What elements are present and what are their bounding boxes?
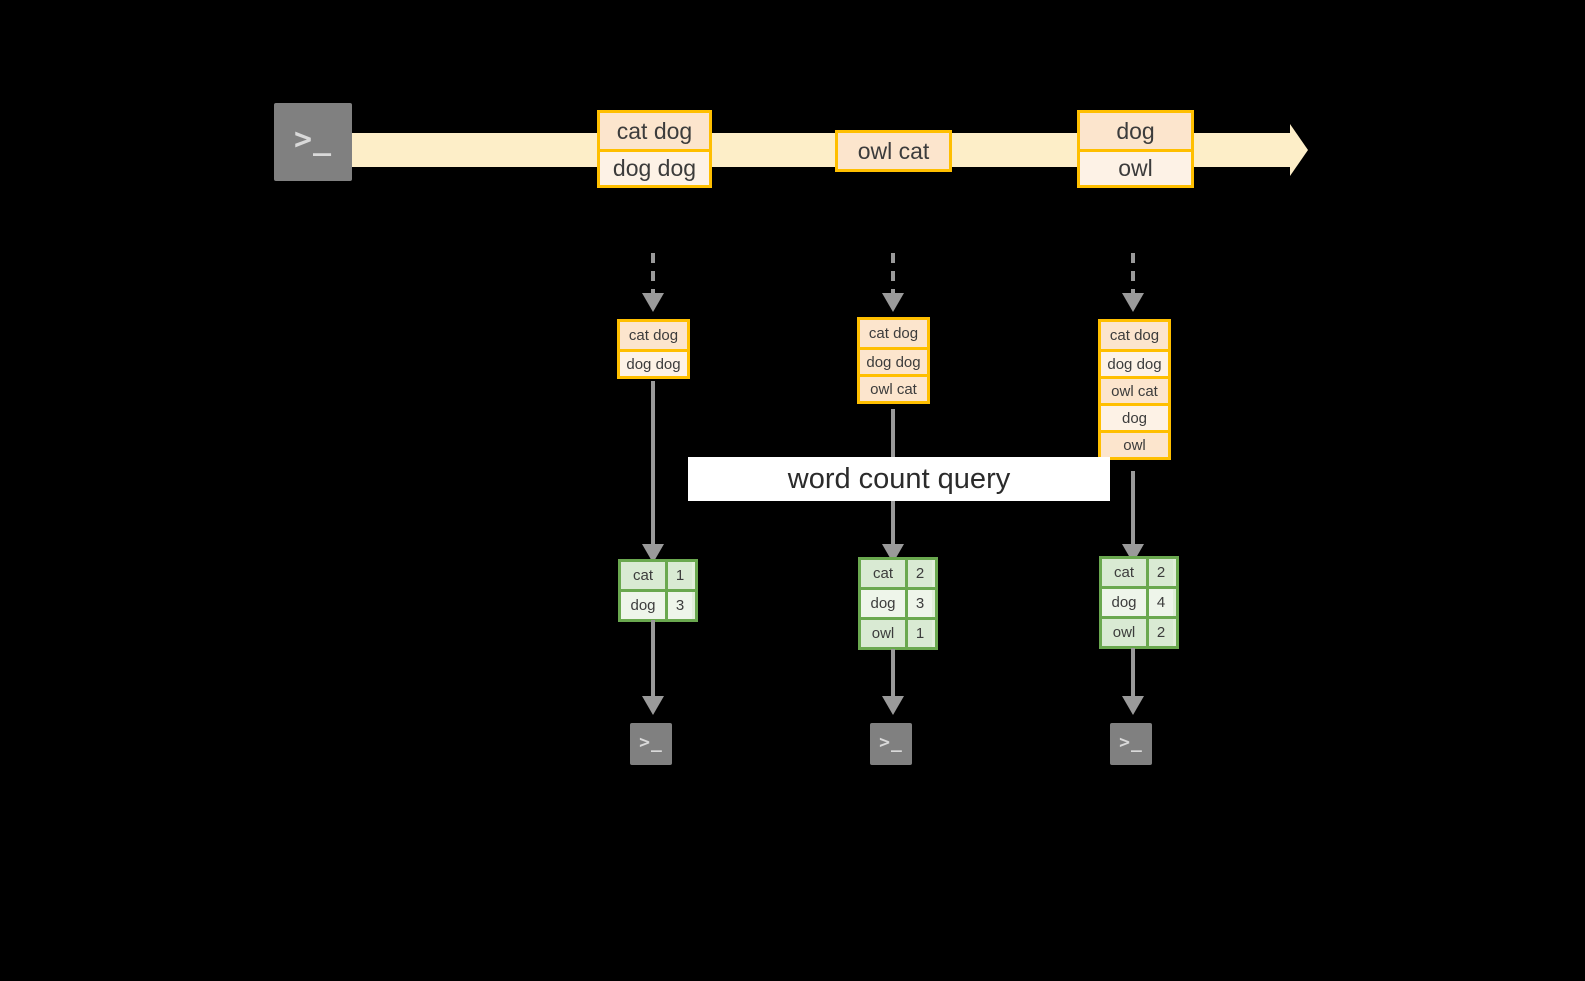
terminal-prompt-glyph: >_ xyxy=(639,732,663,753)
result-row: dog 3 xyxy=(861,587,935,617)
result-count: 1 xyxy=(905,620,932,647)
result-count: 3 xyxy=(665,592,692,619)
trigger-arrowhead-icon xyxy=(882,293,904,312)
query-connector-1 xyxy=(651,381,655,546)
stream-batch-line: cat dog xyxy=(600,113,709,149)
result-row: cat 2 xyxy=(1102,559,1176,586)
result-table-2[interactable]: cat 2 dog 3 owl 1 xyxy=(858,557,938,650)
sink-arrowhead-icon xyxy=(1122,696,1144,715)
result-count: 3 xyxy=(905,590,932,617)
stream-batch-3[interactable]: dog owl xyxy=(1077,110,1194,188)
stream-band-segment-1 xyxy=(352,133,602,167)
sink-arrowhead-icon xyxy=(642,696,664,715)
input-table-line: cat dog xyxy=(620,322,687,349)
result-word: cat xyxy=(861,560,905,587)
terminal-prompt-glyph: >_ xyxy=(1119,732,1143,753)
sink-connector-3 xyxy=(1131,648,1135,698)
stream-band-segment-3 xyxy=(947,133,1079,167)
result-word: dog xyxy=(861,590,905,617)
result-word: owl xyxy=(1102,619,1146,646)
input-table-line: owl cat xyxy=(1101,376,1168,403)
terminal-prompt-glyph: >_ xyxy=(293,122,333,157)
result-row: owl 2 xyxy=(1102,616,1176,646)
stream-arrowhead-icon xyxy=(1290,124,1308,176)
result-row: cat 2 xyxy=(861,560,935,587)
trigger-connector-3 xyxy=(1131,253,1135,295)
result-count: 2 xyxy=(1146,559,1173,586)
query-label-text: word count query xyxy=(787,462,1011,495)
trigger-connector-1 xyxy=(651,253,655,295)
input-table-line: owl cat xyxy=(860,374,927,401)
trigger-arrowhead-icon xyxy=(1122,293,1144,312)
trigger-connector-2 xyxy=(891,253,895,295)
result-word: cat xyxy=(1102,559,1146,586)
stream-band-segment-2 xyxy=(707,133,840,167)
stream-batch-2[interactable]: owl cat xyxy=(835,130,952,172)
stream-band-segment-4 xyxy=(1189,133,1290,167)
stream-batch-line: dog dog xyxy=(600,149,709,185)
sink-terminal-icon-2[interactable]: >_ xyxy=(864,717,918,771)
terminal-prompt-glyph: >_ xyxy=(879,732,903,753)
input-table-line: cat dog xyxy=(1101,322,1168,349)
result-count: 4 xyxy=(1146,589,1173,616)
input-table-2[interactable]: cat dog dog dog owl cat xyxy=(857,317,930,404)
stream-batch-line: dog xyxy=(1080,113,1191,149)
result-row: cat 1 xyxy=(621,562,695,589)
sink-connector-2 xyxy=(891,649,895,698)
input-table-1[interactable]: cat dog dog dog xyxy=(617,319,690,379)
input-table-line: dog dog xyxy=(620,349,687,376)
stream-batch-line: owl xyxy=(1080,149,1191,185)
query-label: word count query xyxy=(688,457,1110,501)
input-table-3[interactable]: cat dog dog dog owl cat dog owl xyxy=(1098,319,1171,460)
result-count: 2 xyxy=(905,560,932,587)
query-connector-3 xyxy=(1131,471,1135,546)
result-word: dog xyxy=(1102,589,1146,616)
sink-arrowhead-icon xyxy=(882,696,904,715)
query-arrowhead-icon xyxy=(642,544,664,563)
result-table-3[interactable]: cat 2 dog 4 owl 2 xyxy=(1099,556,1179,649)
trigger-arrowhead-icon xyxy=(642,293,664,312)
result-word: cat xyxy=(621,562,665,589)
result-row: owl 1 xyxy=(861,617,935,647)
result-row: dog 3 xyxy=(621,589,695,619)
sink-terminal-icon-3[interactable]: >_ xyxy=(1104,717,1158,771)
result-table-1[interactable]: cat 1 dog 3 xyxy=(618,559,698,622)
input-table-line: dog dog xyxy=(1101,349,1168,376)
result-count: 1 xyxy=(665,562,692,589)
result-word: dog xyxy=(621,592,665,619)
sink-terminal-icon-1[interactable]: >_ xyxy=(624,717,678,771)
source-terminal-icon[interactable]: >_ xyxy=(267,96,359,188)
input-table-line: owl xyxy=(1101,430,1168,457)
stream-batch-1[interactable]: cat dog dog dog xyxy=(597,110,712,188)
result-row: dog 4 xyxy=(1102,586,1176,616)
result-count: 2 xyxy=(1146,619,1173,646)
stream-batch-line: owl cat xyxy=(838,133,949,169)
result-word: owl xyxy=(861,620,905,647)
input-table-line: dog xyxy=(1101,403,1168,430)
input-table-line: dog dog xyxy=(860,347,927,374)
input-table-line: cat dog xyxy=(860,320,927,347)
sink-connector-1 xyxy=(651,620,655,698)
